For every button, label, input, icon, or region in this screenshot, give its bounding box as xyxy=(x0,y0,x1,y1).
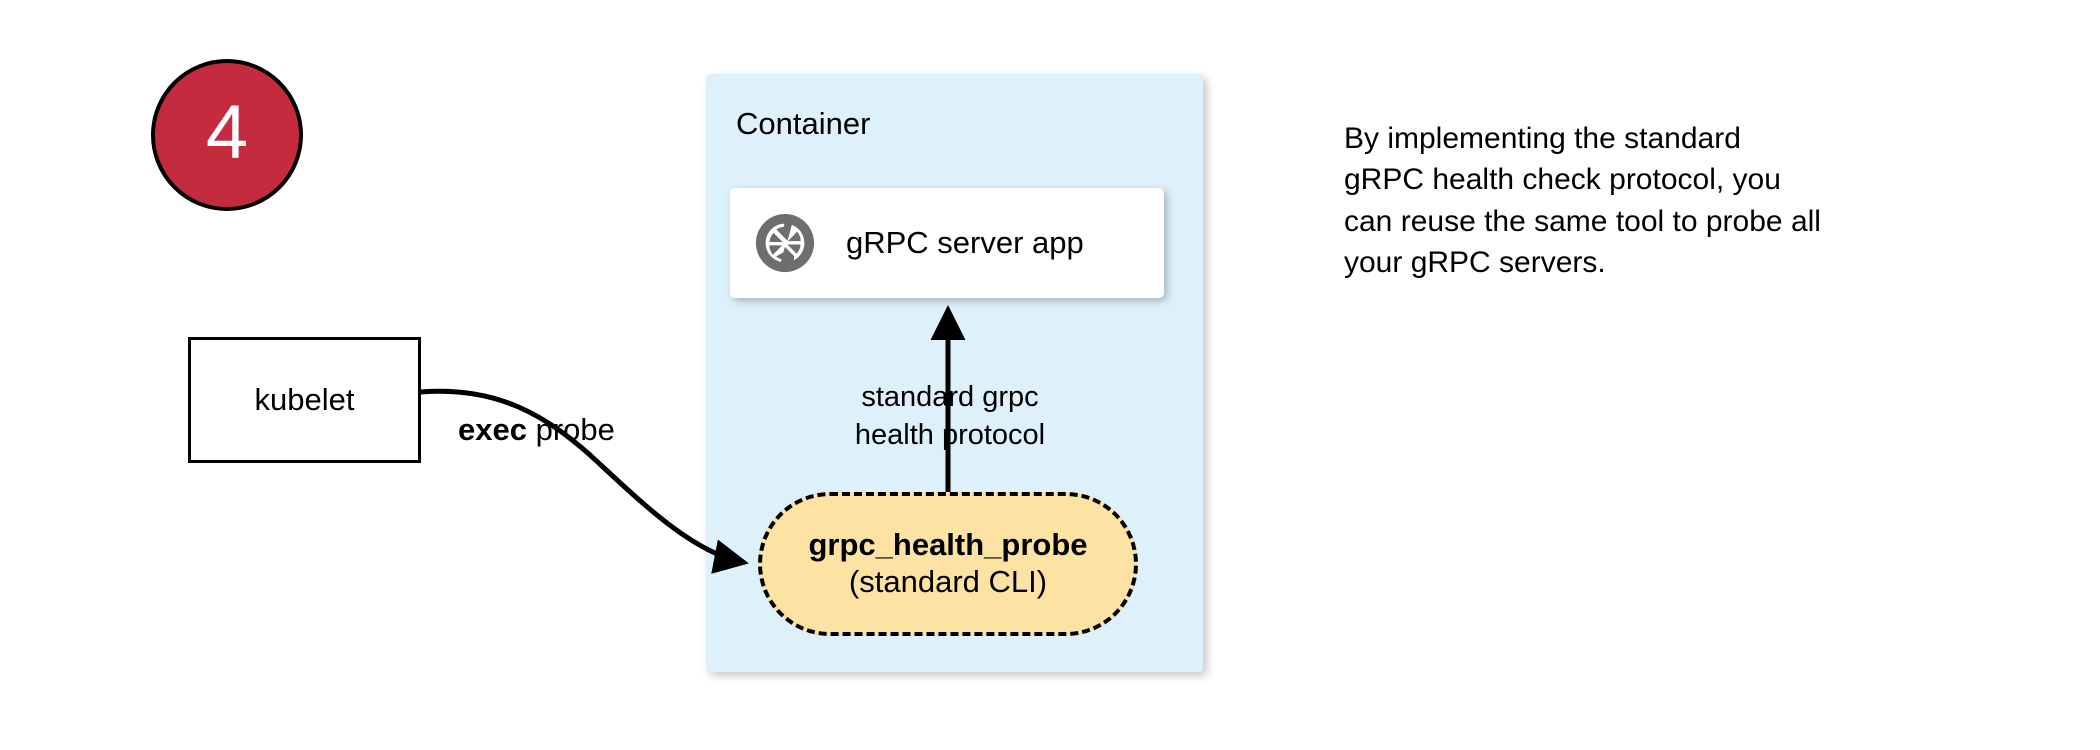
note-line-2: gRPC health check protocol, you xyxy=(1344,163,1781,197)
explanatory-note: By implementing the standard gRPC health… xyxy=(1344,118,1944,284)
step-number-text: 4 xyxy=(205,90,249,175)
protocol-line-2: health protocol xyxy=(854,419,1046,452)
grpc-server-app-label: gRPC server app xyxy=(846,225,1084,260)
exec-probe-edge-label: exec probe xyxy=(458,412,615,448)
kubelet-node: kubelet xyxy=(188,337,421,463)
grpc-health-probe-node: grpc_health_probe (standard CLI) xyxy=(758,492,1138,636)
grpc-server-app-card: gRPC server app xyxy=(730,188,1164,298)
note-line-4: your gRPC servers. xyxy=(1344,246,1606,280)
note-line-3: can reuse the same tool to probe all xyxy=(1344,204,1821,238)
exec-probe-rest-text: probe xyxy=(526,412,615,447)
protocol-line-1: standard grpc xyxy=(861,381,1039,413)
container-title: Container xyxy=(736,106,871,141)
protocol-edge-label: standard grpc health protocol xyxy=(848,378,1052,455)
grpc-aperture-icon xyxy=(754,212,816,274)
kubelet-label: kubelet xyxy=(254,382,355,417)
exec-probe-bold-text: exec xyxy=(458,412,527,447)
note-line-1: By implementing the standard xyxy=(1344,122,1741,155)
step-number-badge: 4 xyxy=(151,59,303,211)
grpc-health-probe-title: grpc_health_probe xyxy=(808,527,1088,563)
grpc-health-probe-subtitle: (standard CLI) xyxy=(848,564,1048,599)
